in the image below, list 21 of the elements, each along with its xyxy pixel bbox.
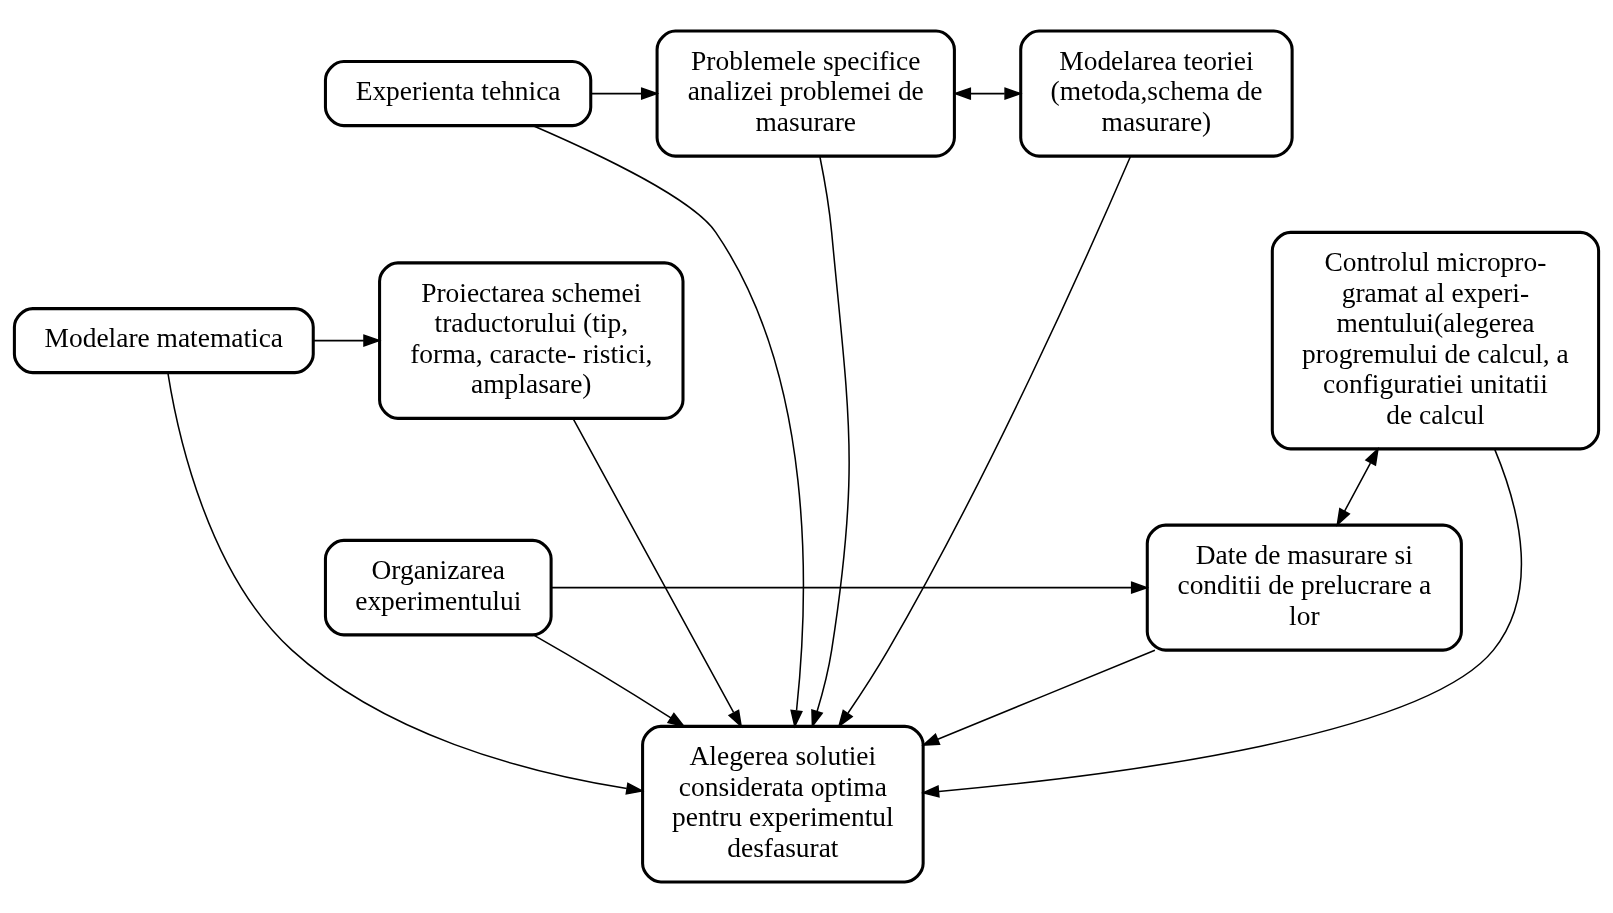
arrow [167,372,645,795]
arrow [550,581,1150,595]
node-box: Modelarea teoriei (metoda,schema de masurare) [1019,29,1294,158]
arrow [921,649,1156,746]
node-box: Controlul micropro- gramat al experi- mentului(alegerea progremului de calcul, a configuratiei unitatii de calcul [1270,230,1601,451]
arrow [532,125,804,729]
node-box: Date de masurare si conditii de prelucrare a lor [1145,523,1463,652]
arrow [590,87,660,101]
arrow [920,448,1523,798]
node-box: Problemele specifice analizei problemei de masurare [655,29,956,158]
arrow [532,634,686,728]
arrow [1336,447,1380,527]
node-box: Modelare matematica [12,307,315,375]
node-box: Organizarea experimentului [323,538,553,637]
arrow [572,417,743,729]
arrow [313,334,382,348]
node-box: Alegerea solutiei considerata optima pentru experimentul desfasurat [641,724,925,884]
node-box: Proiectarea schemei traductorului (tip, forma, caracte- ristici, amplasare) [378,261,685,420]
node-box: Experienta tehnica [323,60,593,128]
arrow [952,87,1023,101]
arrow [811,155,850,729]
